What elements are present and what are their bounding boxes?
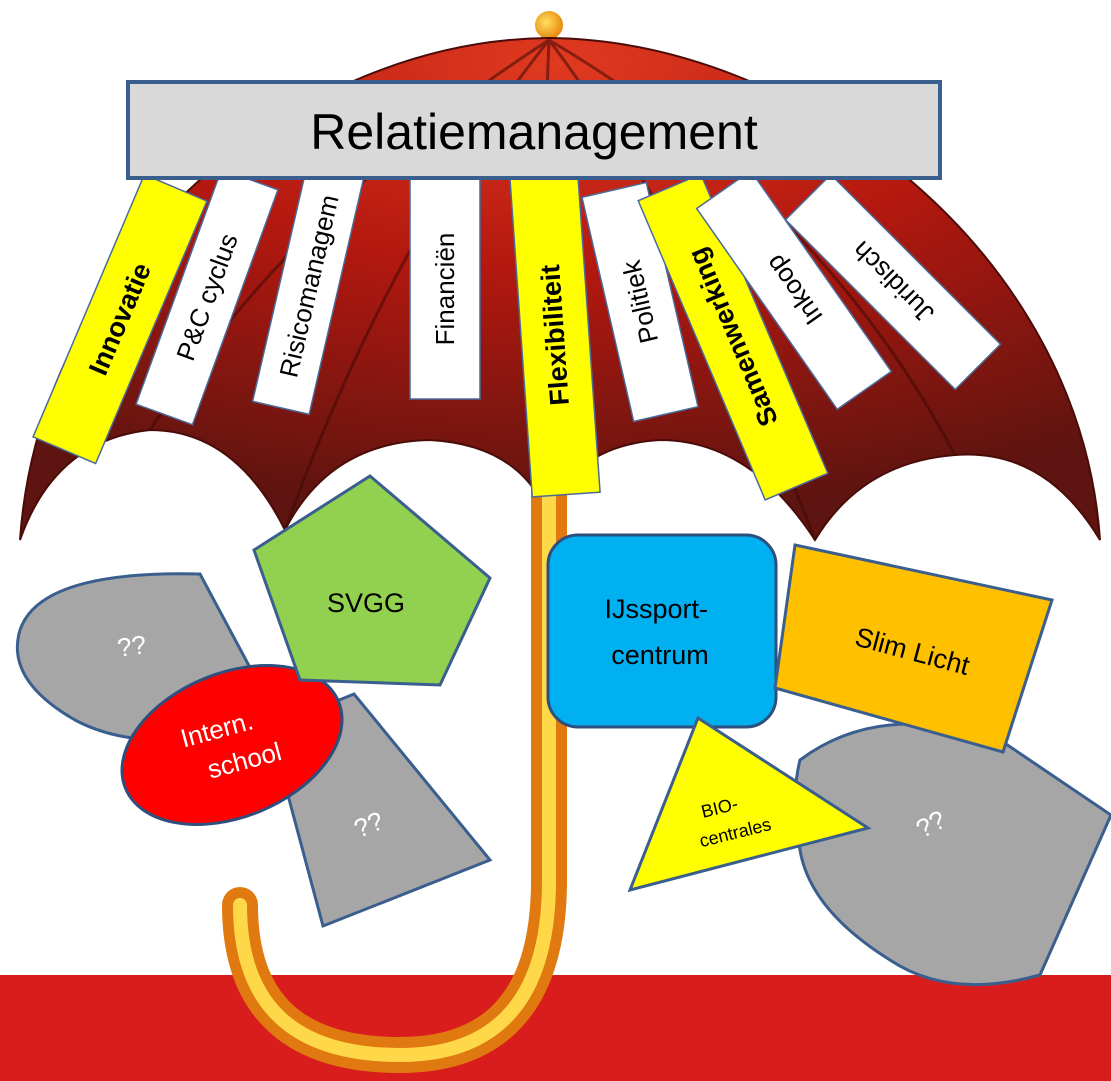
title-box bbox=[126, 80, 942, 180]
ribbon-box-3 bbox=[409, 178, 481, 400]
ijssport-shape bbox=[546, 533, 778, 729]
ribbon-5: Politiek bbox=[581, 181, 699, 423]
unknown-left-label: ?? bbox=[115, 629, 148, 663]
unknown-shape-right bbox=[793, 722, 1111, 987]
ribbon-3: Financiën bbox=[409, 178, 481, 400]
ijssport-line2: centrum bbox=[611, 640, 709, 670]
svgg-shape bbox=[252, 474, 492, 687]
ribbon-box-0 bbox=[32, 173, 208, 465]
ribbon-box-7 bbox=[695, 169, 893, 411]
ground-band bbox=[0, 975, 1111, 1081]
ribbon-4: Flexibiliteit bbox=[509, 172, 601, 498]
bio-shape bbox=[627, 715, 872, 893]
ribbon-box-6 bbox=[637, 173, 829, 501]
umbrella-handle-highlight bbox=[233, 463, 556, 1063]
title: Relatiemanagement bbox=[310, 104, 758, 160]
ijssport-line1: IJssport- bbox=[604, 594, 708, 624]
slim-licht-shape bbox=[773, 543, 1054, 754]
ribbon-box-8 bbox=[784, 173, 1002, 391]
ijssport-label: IJssport- centrum bbox=[604, 594, 715, 670]
ribbon-box-5 bbox=[581, 181, 699, 423]
intern-school-shape bbox=[120, 664, 344, 826]
svgg-label: SVGG bbox=[327, 588, 405, 618]
umbrella-knob bbox=[535, 11, 563, 39]
ribbon-label-3: Financiën bbox=[430, 233, 460, 346]
